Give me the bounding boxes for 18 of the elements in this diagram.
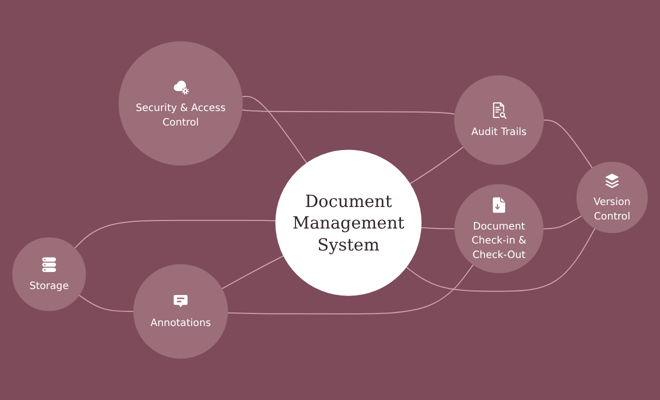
- node-circle: Storage: [12, 237, 86, 312]
- connector: [222, 255, 284, 290]
- connector: [242, 109, 456, 115]
- connector: [543, 120, 593, 168]
- connector: [228, 264, 474, 314]
- connector: [543, 215, 582, 230]
- node-circle: Document Check-in & Check-Out: [454, 184, 544, 274]
- connector: [410, 146, 464, 184]
- node-circle: Version Control: [576, 162, 648, 234]
- node-circle: Annotations: [133, 264, 228, 359]
- connector: [78, 294, 134, 312]
- connector: [74, 220, 276, 249]
- node-circle: Security & Access Control: [118, 41, 243, 166]
- node-circle: Document Management System: [275, 150, 422, 296]
- node-circle: Audit Trails: [454, 75, 544, 165]
- connector: [420, 227, 455, 230]
- connector: [242, 96, 308, 164]
- connector: [406, 228, 596, 292]
